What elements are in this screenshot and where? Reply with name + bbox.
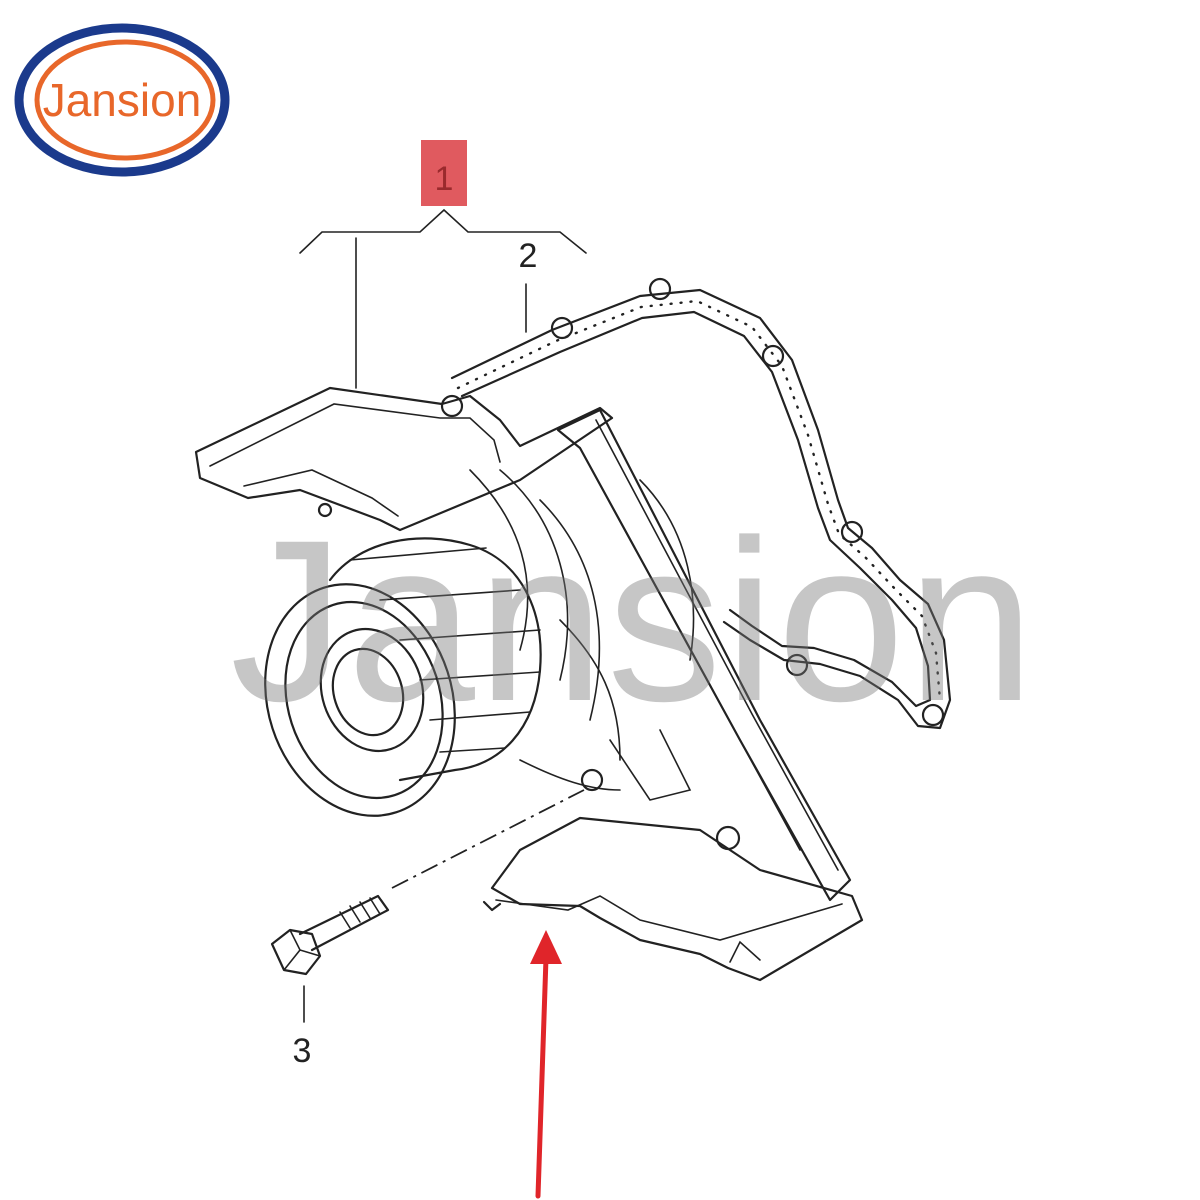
- lower-flange: [490, 816, 864, 982]
- gasket-bolt-hole: [550, 316, 574, 340]
- pulley-groove: [349, 547, 487, 561]
- bolt-shank: [298, 894, 390, 952]
- pointer-arrow-shaft: [535, 955, 549, 1199]
- gasket-bolt-hole: [761, 344, 785, 368]
- logo-outer-ring: [14, 23, 230, 177]
- bolt: [270, 894, 390, 976]
- logo-text: Jansion: [43, 74, 202, 126]
- pulley-hub-outer: [319, 627, 425, 753]
- lower-flange-edge: [495, 895, 843, 941]
- pointer-arrow-head: [530, 930, 562, 964]
- pulley-groove: [379, 589, 521, 601]
- bolt-head-face: [283, 929, 321, 971]
- housing-main-rail-edge: [579, 447, 801, 851]
- pulley-groove: [419, 671, 541, 681]
- gasket-bolt-hole: [840, 520, 864, 544]
- gasket-bolt-hole: [648, 277, 672, 301]
- water-pump-housing: [194, 386, 864, 982]
- upper-flange-edge: [243, 469, 399, 517]
- bolt-head: [270, 928, 322, 976]
- pulley-groove: [429, 711, 531, 721]
- gasket-inner-edge: [460, 310, 932, 708]
- watermark-text: Jansion: [230, 492, 1037, 749]
- gasket-outline: [450, 288, 952, 730]
- upper-flange-bolt-hole: [317, 502, 333, 518]
- bolt-thread: [359, 901, 371, 919]
- pulley-face-rim: [284, 600, 444, 800]
- lower-flange-bolt-hole: [715, 825, 741, 851]
- pulley-drum: [328, 537, 542, 782]
- impeller-fin: [559, 619, 621, 761]
- jansion-logo: Jansion: [14, 23, 230, 177]
- upper-flange-bolt-hole: [440, 394, 464, 418]
- pulley-groove: [399, 629, 541, 641]
- impeller-fin: [519, 759, 621, 791]
- bolt-thread: [349, 905, 361, 923]
- housing-main-rail-edge: [595, 419, 839, 871]
- bolt-center-line: [391, 789, 585, 889]
- pointer-arrow: [530, 930, 562, 1199]
- pulley-hub-inner: [331, 647, 405, 737]
- upper-flange: [194, 386, 614, 532]
- pulley: [264, 537, 542, 817]
- impeller-fin: [539, 499, 601, 721]
- logo-inner-ring: [34, 39, 216, 161]
- lower-flange-tab: [482, 900, 502, 912]
- housing-port: [580, 768, 604, 792]
- impeller-fin: [499, 469, 569, 681]
- bolt-thread: [369, 897, 381, 915]
- callout-1-label: 1: [435, 160, 454, 198]
- gasket: [450, 277, 952, 730]
- pulley-face-outer: [264, 583, 456, 817]
- upper-flange-edge: [209, 403, 501, 467]
- bolt-thread: [339, 911, 351, 929]
- impeller-fin: [469, 469, 529, 651]
- callout-3-label: 3: [293, 1032, 312, 1070]
- gasket-bolt-hole: [921, 703, 945, 727]
- impeller-fin: [639, 479, 695, 661]
- callout-1-highlight-box: [421, 140, 467, 206]
- gasket-sealing-bead: [456, 299, 942, 702]
- callout-1-bracket: [299, 208, 587, 254]
- gasket-bolt-hole: [785, 653, 809, 677]
- lower-flange-edge: [729, 940, 761, 963]
- impeller-fin: [609, 729, 692, 801]
- callout-2-label: 2: [519, 237, 538, 275]
